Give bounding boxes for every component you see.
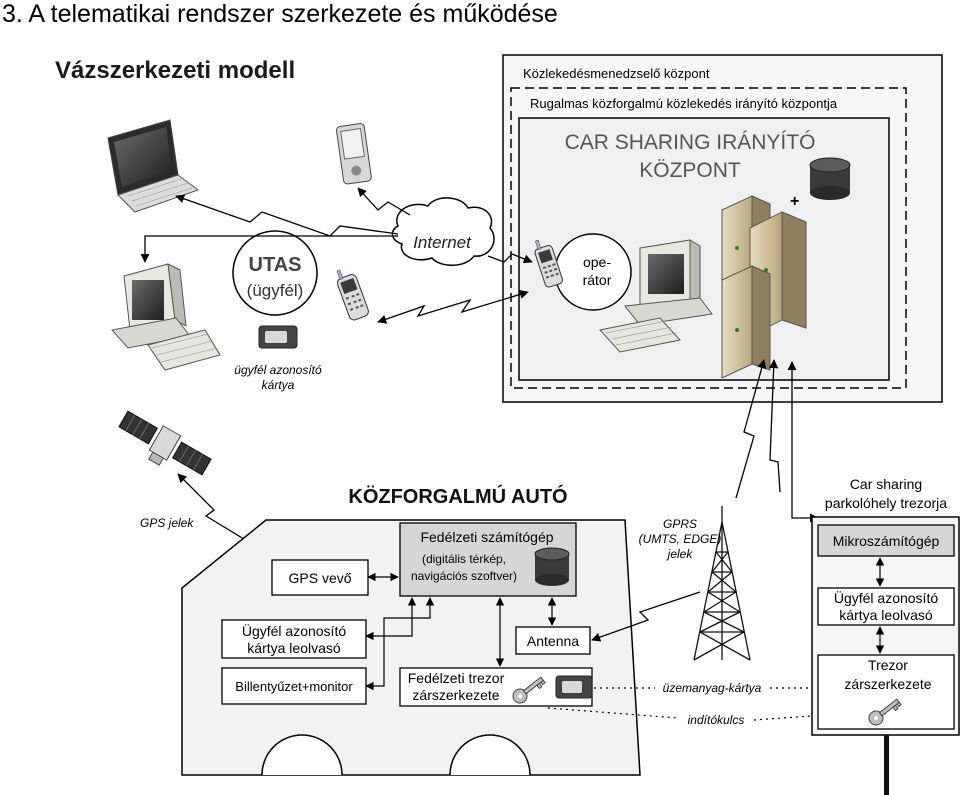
operator-label: ope- (583, 254, 611, 270)
client-label-2: (ügyfél) (247, 281, 304, 300)
client-label: UTAS (249, 254, 302, 276)
laptop-icon (107, 119, 200, 213)
external-connections (591, 359, 819, 642)
internet-cloud-icon (391, 197, 495, 266)
safe-card-reader-box (817, 587, 955, 626)
car-card-reader-label-2: kártya leolvasó (247, 640, 341, 656)
id-card-icon (555, 675, 593, 699)
onboard-lock-label-2: zárszerkezete (412, 687, 499, 703)
antenna-box (515, 626, 591, 655)
key-icon (868, 698, 902, 726)
keyboard-monitor-box (221, 667, 367, 705)
car-sharing-center-title: CAR SHARING IRÁNYÍTÓ (565, 131, 816, 154)
client-card-label-2: kártya (262, 378, 295, 392)
safe-title-2: parkolóhely trezorja (825, 495, 947, 511)
radio-tower-icon (693, 506, 751, 661)
car-title: KÖZFORGALMÚ AUTÓ (348, 484, 567, 508)
car-wheel-left (261, 734, 343, 776)
gprs-label-2: (UMTS, EDGE) (639, 532, 722, 546)
antenna-label: Antenna (527, 633, 579, 649)
gps-receiver-box (271, 559, 369, 596)
safe-card-reader-label: Ügyfél azonosító (834, 589, 938, 606)
keyboard-monitor-label: Billentyűzet+monitor (235, 679, 353, 694)
mobile-phone-icon (534, 239, 563, 288)
satellite-icon (118, 410, 212, 476)
gprs-label: GPRS (663, 517, 697, 531)
page-title: 3. A telematikai rendszer szerkezete és … (2, 0, 558, 28)
dotted-links (547, 687, 869, 721)
flexible-center-label: Rugalmas közforgalmú közlekedés irányító… (530, 96, 838, 111)
safe-lock-label-2: zárszerkezete (844, 676, 931, 692)
traffic-center-label: Közlekedésmenedzselő központ (523, 66, 710, 81)
flexible-center-box (510, 87, 907, 389)
car-card-reader-label: Ügyfél azonosító (242, 622, 346, 639)
fuel-card-label: üzemanyag-kártya (663, 681, 762, 695)
safe-post (884, 735, 889, 795)
gprs-label-3: jelek (666, 547, 694, 561)
database-icon (534, 547, 570, 586)
microcomputer-box (817, 524, 955, 557)
onboard-computer-desc-2: navigációs szoftver) (411, 569, 517, 583)
pda-icon (336, 123, 372, 185)
onboard-computer-title: Fedélzeti számítógép (420, 529, 553, 545)
onboard-lock-label: Fedélzeti trezor (408, 670, 505, 686)
mobile-phone-icon (336, 269, 369, 321)
safe-lock-label: Trezor (868, 657, 908, 673)
gps-signal-line (177, 473, 263, 551)
server-icon (721, 195, 807, 379)
safe-lock-box (817, 654, 955, 730)
internet-connections (140, 187, 533, 264)
client-circle (232, 230, 318, 316)
mobile-connection (377, 290, 529, 324)
internet-label: Internet (413, 233, 472, 252)
plus-sign: + (790, 193, 799, 210)
page-subtitle: Vázszerkezeti modell (55, 57, 295, 84)
client-card-label: ügyfél azonosító (234, 363, 322, 377)
client-desktop-icon (111, 263, 221, 371)
desktop-computer-icon (599, 239, 713, 353)
id-card-icon (258, 325, 298, 349)
database-icon (809, 157, 851, 200)
car-sharing-center-title-2: KÖZPONT (639, 159, 741, 182)
safe-card-reader-label-2: kártya leolvasó (839, 607, 933, 623)
onboard-computer-desc: (digitális térkép, (422, 552, 506, 566)
operator-label-2: rátor (583, 272, 612, 288)
key-icon (512, 676, 546, 704)
safe-title: Car sharing (850, 476, 922, 492)
ignition-key-label: indítókulcs (688, 713, 745, 727)
gps-signal-label: GPS jelek (140, 516, 194, 530)
microcomputer-label: Mikroszámítógép (833, 533, 940, 549)
car-card-reader-box (221, 619, 367, 659)
car-internal-connections (365, 572, 557, 691)
gps-receiver-label: GPS vevő (288, 570, 351, 586)
car-wheel-right (449, 734, 531, 776)
